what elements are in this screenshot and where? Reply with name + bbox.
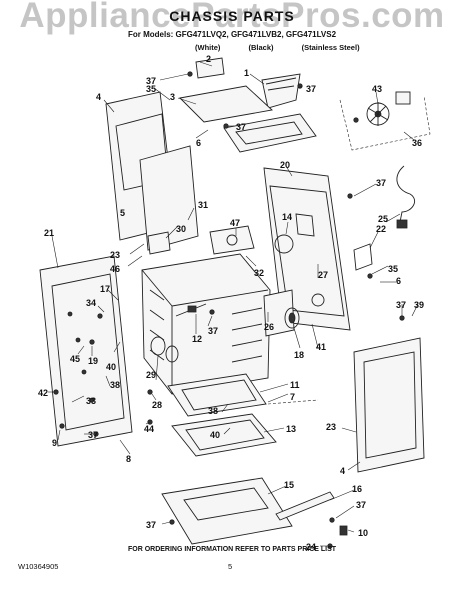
- part-11-broil-pan: [167, 373, 267, 417]
- callout-label: 20: [280, 160, 290, 170]
- callout-label: 7: [290, 392, 295, 402]
- callout-label: 43: [372, 84, 382, 94]
- model-list: For Models: GFG471LVQ2, GFG471LVB2, GFG4…: [127, 30, 337, 39]
- callout-label: 33: [86, 396, 96, 406]
- callout-label: 23: [110, 250, 120, 260]
- callout-label: 4: [96, 92, 101, 102]
- callout-label: 41: [316, 342, 326, 352]
- part-22-strap: [353, 243, 373, 271]
- callout-label: 37: [376, 178, 386, 188]
- callout-label: 3: [170, 92, 175, 102]
- callout-label: 18: [294, 350, 304, 360]
- part-47-bracket: [209, 225, 255, 255]
- callout-label: 13: [286, 424, 296, 434]
- part-5-insulation: [139, 145, 199, 251]
- variant-stainless: (Stainless Steel): [301, 43, 360, 52]
- part-43-fan: [366, 91, 411, 126]
- callout-label: 38: [110, 380, 120, 390]
- part-10-fitting: [339, 525, 348, 536]
- page-number: 5: [228, 562, 233, 571]
- callout-label: 21: [44, 228, 54, 238]
- callout-label: 15: [284, 480, 294, 490]
- fan-assembly-outline: [339, 95, 431, 151]
- callout-label: 4: [340, 466, 345, 476]
- callout-label: 31: [198, 200, 208, 210]
- callout-label: 23: [326, 422, 336, 432]
- callout-label: 37: [146, 76, 156, 86]
- callout-label: 9: [52, 438, 57, 448]
- page-title: CHASSIS PARTS: [169, 8, 295, 24]
- callout-label: 29: [146, 370, 156, 380]
- part-7-guide: [267, 399, 319, 405]
- callout-label: 11: [290, 380, 300, 390]
- callout-label: 26: [264, 322, 274, 332]
- callout-label: 6: [396, 276, 401, 286]
- callout-label: 37: [146, 520, 156, 530]
- callout-label: 24: [306, 542, 316, 552]
- part-15-drawer-panel: [161, 477, 293, 545]
- part-16-rail: [275, 491, 335, 521]
- callout-label: 28: [152, 400, 162, 410]
- callout-label: 30: [176, 224, 186, 234]
- variant-white: (White): [195, 43, 221, 52]
- callout-label: 37: [356, 500, 366, 510]
- callout-label: 37: [396, 300, 406, 310]
- callout-label: 37: [306, 84, 316, 94]
- callout-label: 32: [254, 268, 264, 278]
- callout-label: 46: [110, 264, 120, 274]
- part-1-vent: [261, 73, 301, 109]
- callout-label: 5: [120, 208, 125, 218]
- part-12-igniter: [175, 303, 207, 317]
- callout-label: 19: [88, 356, 98, 366]
- callout-label: 37: [88, 430, 98, 440]
- callout-label: 42: [38, 388, 48, 398]
- part-13-pan-insert: [171, 413, 277, 457]
- callout-label: 37: [236, 122, 246, 132]
- callout-label: 14: [282, 212, 292, 222]
- document-number: W10364905: [18, 562, 59, 571]
- callout-label: 40: [210, 430, 220, 440]
- ordering-note: FOR ORDERING INFORMATION REFER TO PARTS …: [127, 546, 337, 553]
- part-3-cooktop: [179, 85, 317, 153]
- callout-label: 45: [70, 354, 80, 364]
- callout-label: 36: [412, 138, 422, 148]
- part-25-power-cord: [396, 165, 415, 229]
- callout-label: 44: [144, 424, 154, 434]
- part-18-grommet: [284, 307, 300, 329]
- callout-label: 39: [414, 300, 424, 310]
- callout-label: 40: [106, 362, 116, 372]
- part-32-oven-cavity: [141, 253, 271, 395]
- callout-label: 12: [192, 334, 202, 344]
- callout-label: 8: [126, 454, 131, 464]
- part-20-back-panel: [263, 167, 351, 331]
- part-4-oven-door: [353, 337, 425, 473]
- callout-label: 1: [244, 68, 249, 78]
- callout-label: 2: [206, 54, 211, 64]
- callout-numbers: 37 1 2 35 37 4 3 37 43 6 36 5 20 37 31 4…: [38, 54, 424, 552]
- callout-label: 17: [100, 284, 110, 294]
- callout-label: 38: [208, 406, 218, 416]
- callout-leaders: [48, 61, 419, 547]
- callout-label: 25: [378, 214, 388, 224]
- part-30-insulation: [147, 231, 171, 255]
- callout-label: 27: [318, 270, 328, 280]
- part-29-valve: [150, 336, 179, 363]
- watermark-text: AppliancePartsPros.com: [19, 0, 445, 35]
- callout-label: 35: [146, 84, 156, 94]
- callout-label: 10: [358, 528, 368, 538]
- part-21-front-frame: [39, 255, 133, 447]
- screw-icons: [53, 71, 405, 549]
- callout-label: 34: [86, 298, 96, 308]
- callout-label: 47: [230, 218, 240, 228]
- color-variants: (White) (Black) (Stainless Steel): [195, 43, 386, 52]
- callout-label: 37: [208, 326, 218, 336]
- callout-label: 16: [352, 484, 362, 494]
- callout-label: 35: [388, 264, 398, 274]
- callout-label: 22: [376, 224, 386, 234]
- callout-label: 6: [196, 138, 201, 148]
- variant-black: (Black): [248, 43, 274, 52]
